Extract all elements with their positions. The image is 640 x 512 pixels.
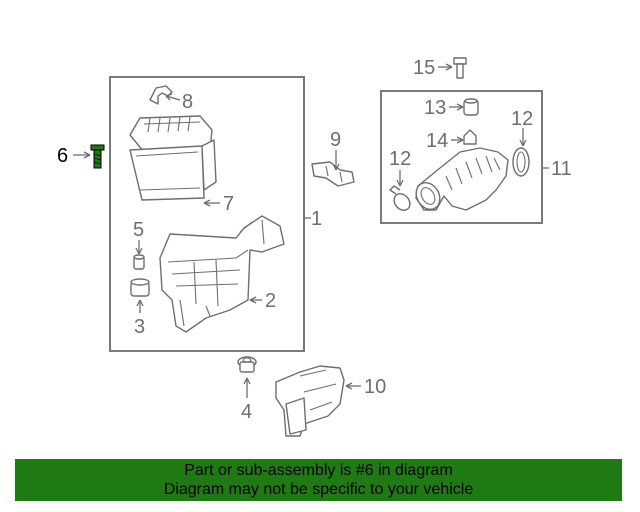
part-12-clamp-right[interactable] bbox=[512, 147, 530, 177]
callout-15: 15 bbox=[413, 57, 435, 79]
part-15-bolt[interactable] bbox=[453, 57, 467, 79]
part-2-lower-case[interactable] bbox=[159, 215, 285, 333]
info-banner: Part or sub-assembly is #6 in diagram Di… bbox=[15, 459, 622, 501]
callout-3: 3 bbox=[134, 316, 145, 338]
part-10-intake-duct[interactable] bbox=[275, 365, 345, 437]
callout-4: 4 bbox=[241, 401, 252, 423]
callout-10: 10 bbox=[364, 376, 386, 398]
part-3-bushing[interactable] bbox=[130, 278, 150, 297]
callout-12-right: 12 bbox=[511, 108, 533, 130]
callout-7: 7 bbox=[223, 193, 234, 215]
leader-lines bbox=[73, 63, 549, 398]
part-6-bolt-highlighted[interactable] bbox=[90, 144, 105, 169]
callout-6: 6 bbox=[57, 145, 68, 167]
part-5-grommet[interactable] bbox=[133, 254, 145, 270]
callout-11: 11 bbox=[551, 158, 572, 180]
part-12-clamp-left[interactable] bbox=[389, 185, 413, 213]
banner-line-disclaimer: Diagram may not be specific to your vehi… bbox=[163, 481, 474, 498]
callout-8: 8 bbox=[182, 91, 193, 113]
part-14-clip[interactable] bbox=[463, 129, 477, 145]
banner-line-part-info: Part or sub-assembly is #6 in diagram bbox=[184, 462, 453, 479]
part-13-clip[interactable] bbox=[463, 98, 479, 116]
callout-14: 14 bbox=[426, 130, 448, 152]
part-9-sensor[interactable] bbox=[311, 161, 355, 187]
callout-9: 9 bbox=[330, 129, 341, 151]
part-7-air-cleaner-cover[interactable] bbox=[129, 115, 217, 201]
part-11-intake-hose[interactable] bbox=[411, 147, 509, 214]
callout-2: 2 bbox=[265, 290, 276, 312]
callout-5: 5 bbox=[133, 219, 144, 241]
callout-13: 13 bbox=[424, 97, 446, 119]
callout-1: 1 bbox=[311, 208, 322, 230]
part-4-grommet[interactable] bbox=[237, 356, 257, 373]
callout-12-left: 12 bbox=[389, 148, 411, 170]
